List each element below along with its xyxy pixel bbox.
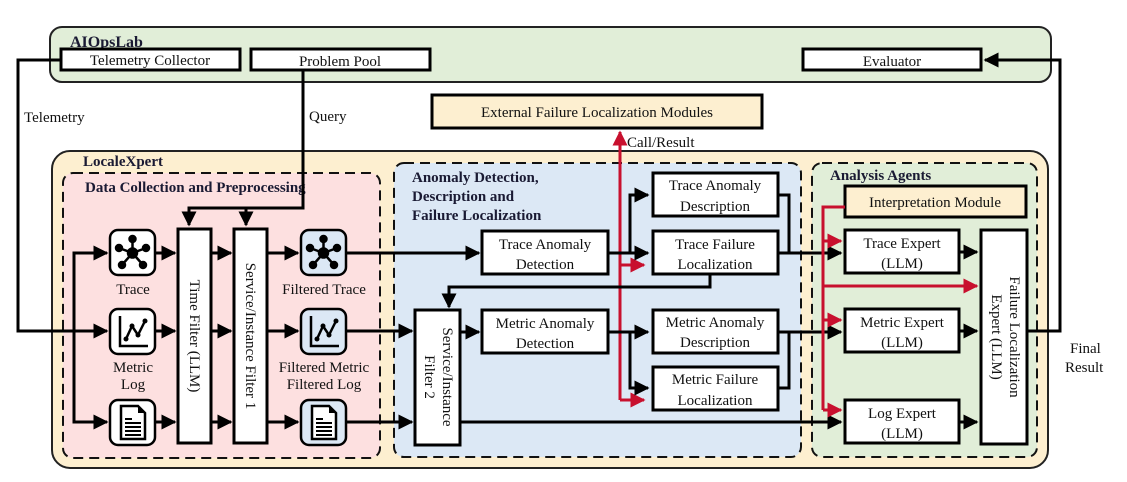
service-filter-1-box[interactable]	[232, 227, 269, 445]
call-result-label: Call/Result	[627, 135, 695, 151]
interpretation-module-box[interactable]	[843, 184, 1028, 219]
time-filter-box[interactable]	[176, 227, 213, 445]
data-collection-title: Data Collection and Preprocessing	[85, 180, 306, 196]
time-filter-label: Time Filter (LLM)	[186, 280, 202, 393]
trace-anomaly-detection-box[interactable]	[480, 229, 610, 276]
metric-anomaly-detection-box[interactable]	[480, 308, 610, 355]
filtered-trace-icon	[299, 228, 348, 277]
evaluator-label: Evaluator	[863, 54, 921, 70]
metric-merge-line	[778, 332, 791, 390]
failure-localization-expert-box[interactable]	[979, 228, 1029, 446]
metric-expert-label-2: (LLM)	[881, 335, 923, 351]
log-expert-label-2: (LLM)	[881, 426, 923, 442]
trace-anomaly-description-box[interactable]	[651, 171, 780, 218]
final-result-edge	[983, 52, 1062, 333]
problem-pool-label: Problem Pool	[299, 54, 381, 70]
telemetry-edge	[16, 58, 109, 339]
trace-anomaly-description-label-1: Trace Anomaly	[669, 178, 762, 194]
log-expert-label-1: Log Expert	[868, 406, 937, 422]
trace-anomaly-detection-label-1: Trace Anomaly	[499, 237, 592, 253]
metric-failure-localization-box[interactable]	[651, 365, 780, 412]
metric-expert-label-1: Metric Expert	[860, 315, 945, 331]
metric-input-label: Metric	[113, 360, 153, 376]
interpretation-module-label: Interpretation Module	[869, 195, 1001, 211]
trace-anomaly-detection-label-2: Detection	[516, 257, 575, 273]
anomaly-title-line1: Anomaly Detection,	[412, 170, 539, 186]
trace-anomaly-description-label-2: Description	[680, 199, 750, 215]
trace-expert-label-1: Trace Expert	[863, 236, 941, 252]
metric-expert-box[interactable]	[843, 307, 961, 354]
metric-anomaly-description-label-1: Metric Anomaly	[666, 315, 765, 331]
log-expert-box[interactable]	[843, 398, 961, 445]
anomaly-title-line3: Failure Localization	[412, 208, 542, 224]
final-result-label-1: Final	[1070, 341, 1101, 357]
external-modules-box[interactable]	[430, 93, 764, 130]
problem-pool-box[interactable]	[249, 47, 432, 72]
trace-icon	[108, 228, 157, 277]
metric-anomaly-description-box[interactable]	[651, 308, 780, 355]
agents-title: Analysis Agents	[830, 168, 931, 184]
arrow-metric-detection-to-localization	[628, 332, 650, 396]
telemetry-label: Telemetry	[24, 110, 85, 126]
localexpert-title: LocaleXpert	[83, 154, 163, 170]
service-filter-2-label-2: Filter 2	[421, 355, 437, 399]
telemetry-collector-label: Telemetry Collector	[90, 53, 210, 69]
trace-input-label: Trace	[116, 282, 150, 298]
metric-anomaly-detection-label-1: Metric Anomaly	[496, 316, 595, 332]
final-result-label-2: Result	[1065, 360, 1104, 376]
metric-anomaly-detection-label-2: Detection	[516, 336, 575, 352]
filtered-log-label: Filtered Log	[287, 377, 362, 393]
aiopslab-title: AIOpsLab	[70, 34, 143, 51]
trace-merge-line	[778, 193, 791, 253]
anomaly-title-line2: Description and	[412, 189, 515, 205]
trace-expert-label-2: (LLM)	[881, 256, 923, 272]
log-input-label: Log	[121, 377, 146, 393]
external-modules-label: External Failure Localization Modules	[481, 105, 713, 121]
service-filter-2-box[interactable]	[413, 308, 462, 447]
service-filter-2-label-1: Service/Instance	[439, 327, 455, 426]
evaluator-box[interactable]	[801, 47, 983, 72]
filtered-metric-icon	[299, 307, 348, 356]
trace-failure-localization-label-1: Trace Failure	[675, 237, 755, 253]
filtered-log-icon	[299, 398, 348, 447]
metric-failure-localization-label-1: Metric Failure	[672, 372, 759, 388]
arrow-trace-localization-to-sf2	[441, 274, 712, 309]
query-label: Query	[309, 109, 347, 125]
metric-icon	[108, 307, 157, 356]
trace-failure-localization-label-2: Localization	[678, 257, 753, 273]
metric-anomaly-description-label-2: Description	[680, 335, 750, 351]
failure-localization-expert-label-1: Failure Localization	[1006, 276, 1022, 398]
metric-failure-localization-label-2: Localization	[678, 393, 753, 409]
filtered-trace-label: Filtered Trace	[282, 282, 366, 298]
trace-failure-localization-box[interactable]	[651, 229, 780, 276]
filtered-metric-label: Filtered Metric	[279, 360, 370, 376]
log-icon	[108, 398, 157, 447]
service-filter-1-label: Service/Instance Filter 1	[242, 263, 258, 410]
failure-localization-expert-label-2: Expert (LLM)	[988, 294, 1004, 379]
red-interpretation-trunk	[821, 205, 845, 410]
arrow-detection-to-trace-description	[608, 187, 650, 255]
